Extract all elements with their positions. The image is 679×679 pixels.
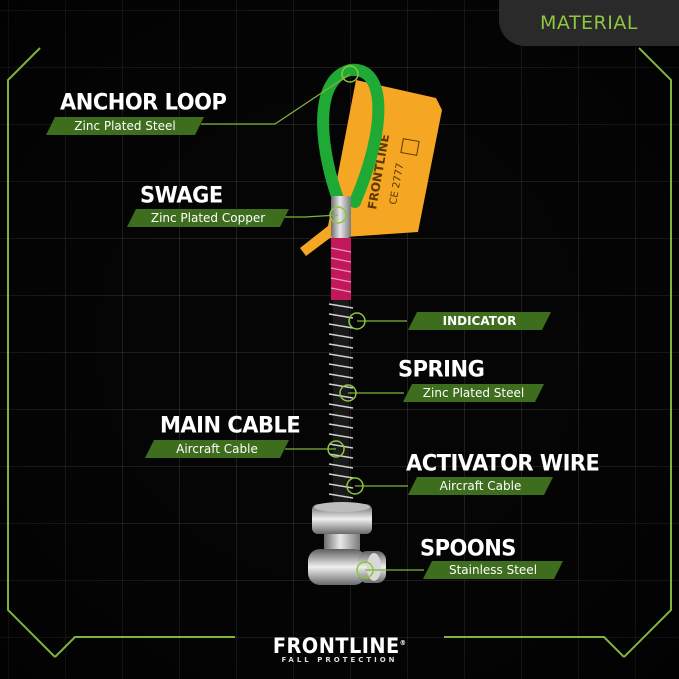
material-tab-label: MATERIAL [540,12,638,34]
target-markers [327,65,374,579]
anchor-loop-material: Zinc Plated Steel [46,117,204,135]
main-cable-material: Aircraft Cable [145,440,289,458]
main-cable-title: MAIN CABLE [160,412,301,438]
spoons-material: Stainless Steel [423,561,563,579]
logo-brand: FRONTLINE® [272,634,407,658]
swage-material: Zinc Plated Copper [127,209,289,227]
activator-wire-title: ACTIVATOR WIRE [406,450,600,476]
logo-tagline: FALL PROTECTION [281,656,398,664]
swage-sleeve [331,196,351,238]
frontline-logo: FRONTLINE® FALL PROTECTION [0,634,679,664]
spoons-title: SPOONS [420,535,516,561]
activator-wire-material: Aircraft Cable [408,477,553,495]
anchor-loop-title: ANCHOR LOOP [60,89,227,115]
spoons-collar [312,504,372,534]
swage-title: SWAGE [140,182,223,208]
spoons-shape [308,549,386,585]
anchor-loop-shape [317,63,385,208]
spring-material: Zinc Plated Steel [403,384,544,402]
material-tab: MATERIAL [499,0,679,46]
indicator-label: INDICATOR [408,312,551,330]
spring-title: SPRING [398,356,485,382]
